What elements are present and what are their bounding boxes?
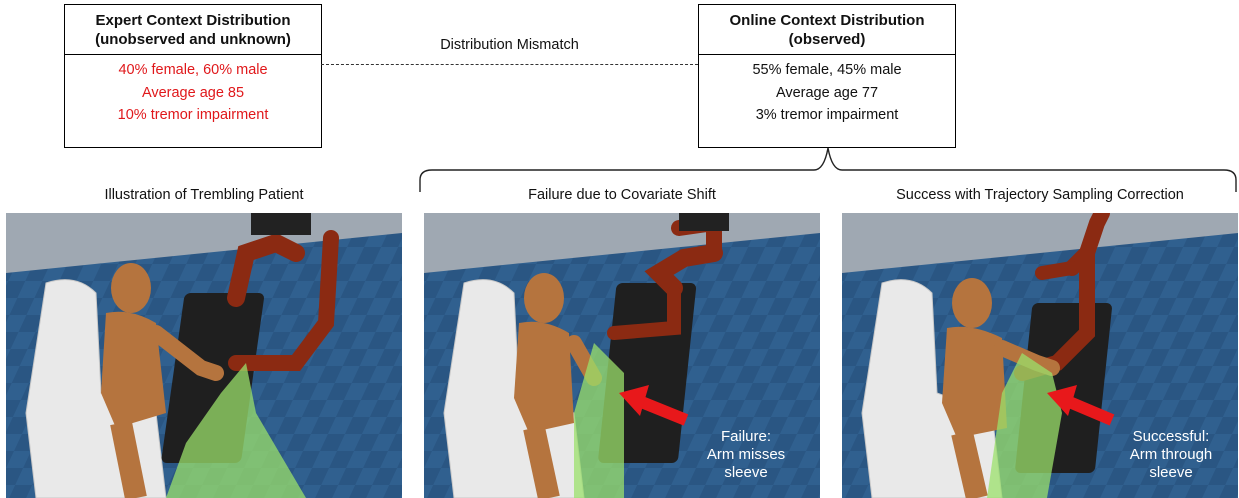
panel-title-trembling: Illustration of Trembling Patient bbox=[104, 187, 304, 203]
success-overlay-line1: Successful: bbox=[1132, 428, 1210, 445]
online-age-row: Average age 77 bbox=[775, 84, 879, 101]
distribution-mismatch-label: Distribution Mismatch bbox=[440, 37, 579, 53]
online-brace bbox=[419, 147, 1237, 192]
expert-title-line2: (unobserved and unknown) bbox=[95, 31, 291, 48]
success-overlay-line3: sleeve bbox=[1149, 464, 1193, 481]
expert-tremor-row: 10% tremor impairment bbox=[117, 107, 269, 123]
success-overlay-text: Successful: Arm through sleeve bbox=[1110, 428, 1232, 482]
success-overlay-line2: Arm through bbox=[1129, 446, 1213, 463]
online-tremor-row: 3% tremor impairment bbox=[755, 107, 899, 123]
distribution-mismatch-line bbox=[321, 64, 698, 65]
scene-failure: Failure: Arm misses sleeve bbox=[424, 213, 820, 498]
online-context-title: Online Context Distribution (observed) bbox=[699, 5, 955, 55]
panel-title-failure: Failure due to Covariate Shift bbox=[528, 187, 716, 203]
failure-overlay-line3: sleeve bbox=[724, 464, 768, 481]
scene-success: Successful: Arm through sleeve bbox=[842, 213, 1238, 498]
expert-context-box: Expert Context Distribution (unobserved … bbox=[64, 4, 322, 148]
online-context-box: Online Context Distribution (observed) 5… bbox=[698, 4, 956, 148]
expert-context-title: Expert Context Distribution (unobserved … bbox=[65, 5, 321, 55]
expert-age-row: Average age 85 bbox=[141, 84, 245, 101]
expert-title-line1: Expert Context Distribution bbox=[95, 12, 291, 29]
online-gender-row: 55% female, 45% male bbox=[752, 62, 902, 78]
scene-render bbox=[842, 213, 1238, 498]
online-title-line1: Online Context Distribution bbox=[729, 12, 925, 29]
failure-overlay-line1: Failure: bbox=[720, 428, 772, 445]
expert-gender-row: 40% female, 60% male bbox=[118, 62, 268, 78]
scene-render bbox=[424, 213, 820, 498]
online-title-line2: (observed) bbox=[788, 31, 866, 48]
scene-render bbox=[6, 213, 402, 498]
failure-overlay-text: Failure: Arm misses sleeve bbox=[686, 428, 806, 482]
scene-trembling-patient bbox=[6, 213, 402, 498]
failure-overlay-line2: Arm misses bbox=[706, 446, 786, 463]
panel-title-success: Success with Trajectory Sampling Correct… bbox=[896, 187, 1184, 203]
